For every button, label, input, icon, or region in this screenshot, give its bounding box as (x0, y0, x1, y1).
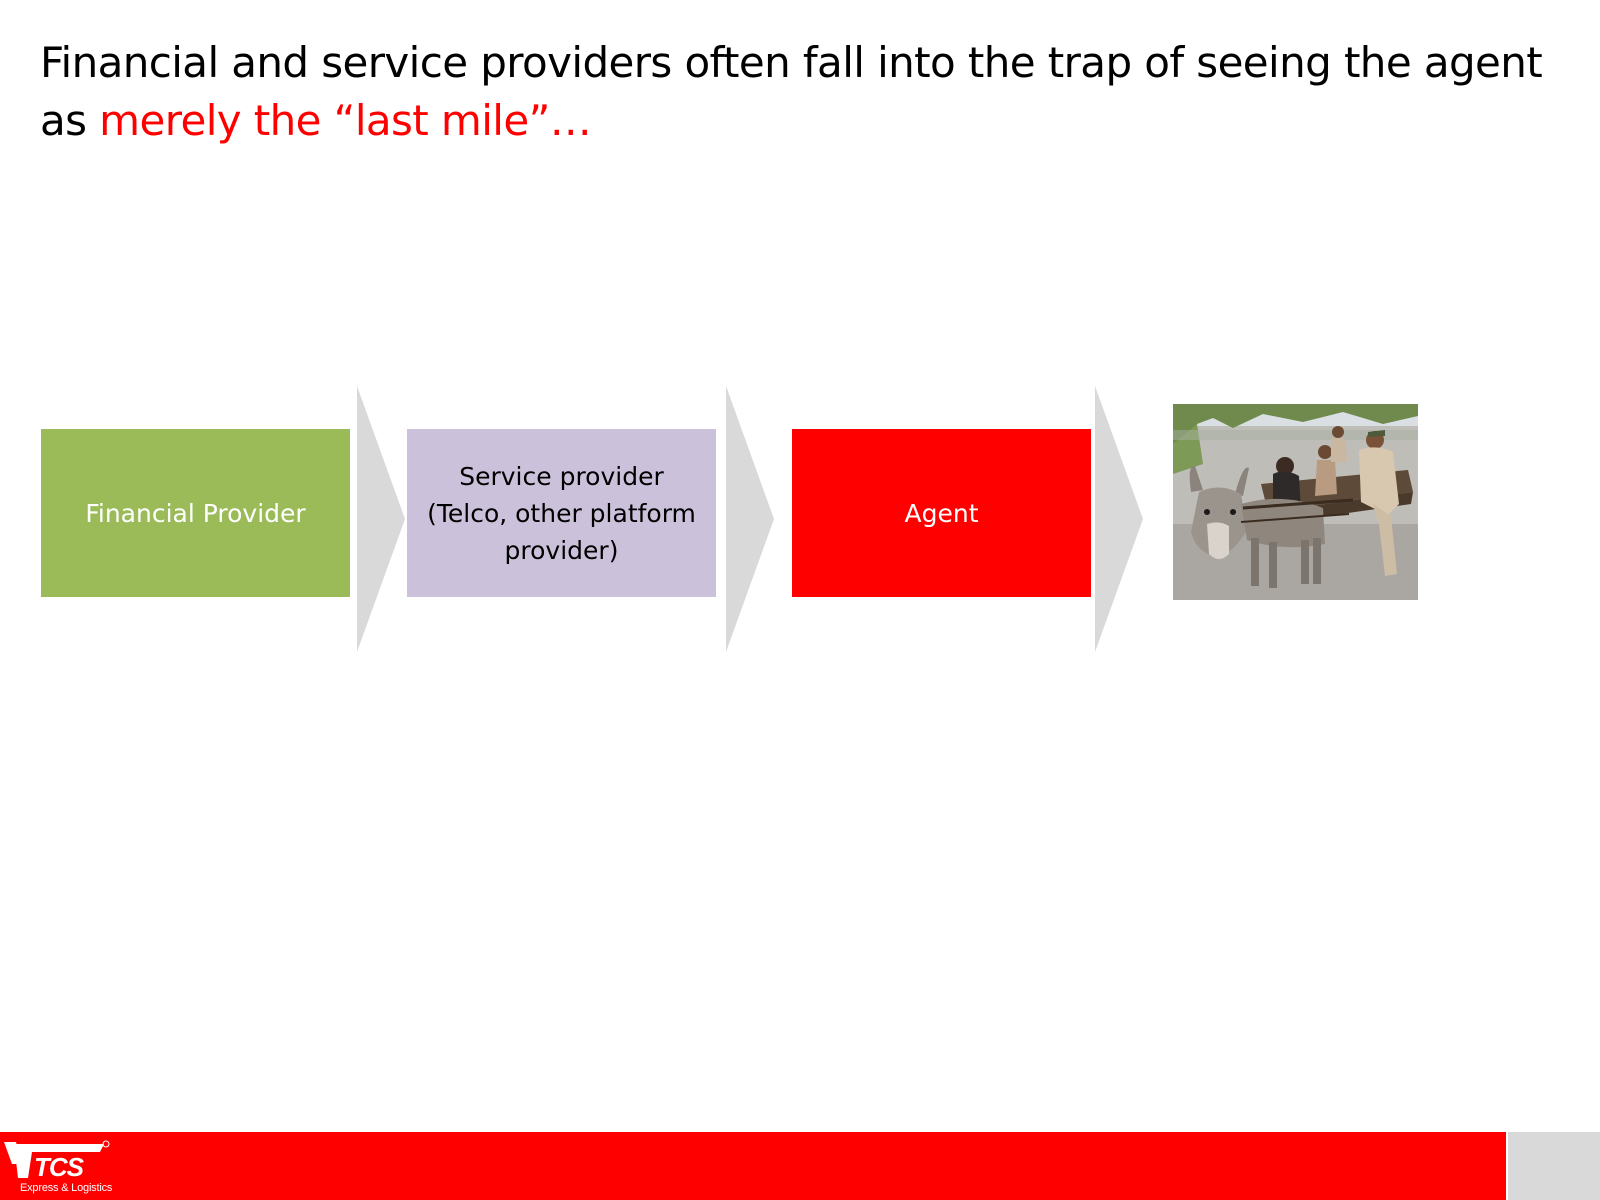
agent-box: Agent (792, 429, 1091, 597)
logo-tagline: Express & Logistics (20, 1182, 113, 1194)
service-provider-box: Service provider (Telco, other platform … (407, 429, 716, 597)
title-highlight-text: merely the “last mile”… (99, 96, 592, 145)
agent-label: Agent (904, 498, 979, 528)
footer-gray-block (1508, 1132, 1600, 1200)
slide-title: Financial and service providers often fa… (40, 34, 1560, 150)
svg-text:TCS: TCS (34, 1152, 85, 1182)
chevron-arrow-2 (726, 386, 774, 652)
tcs-logo: TCS Express & Logistics (0, 1138, 112, 1200)
financial-provider-box: Financial Provider (41, 429, 350, 597)
title-lead-text: Financial and service providers often fa… (40, 38, 1543, 145)
financial-provider-label: Financial Provider (85, 498, 306, 528)
footer-bar (0, 1132, 1506, 1200)
chevron-arrow-1 (357, 386, 405, 652)
chevron-arrow-3 (1095, 386, 1143, 652)
service-provider-label: Service provider (Telco, other platform … (427, 461, 696, 565)
donkey-cart-photo (1173, 404, 1418, 600)
